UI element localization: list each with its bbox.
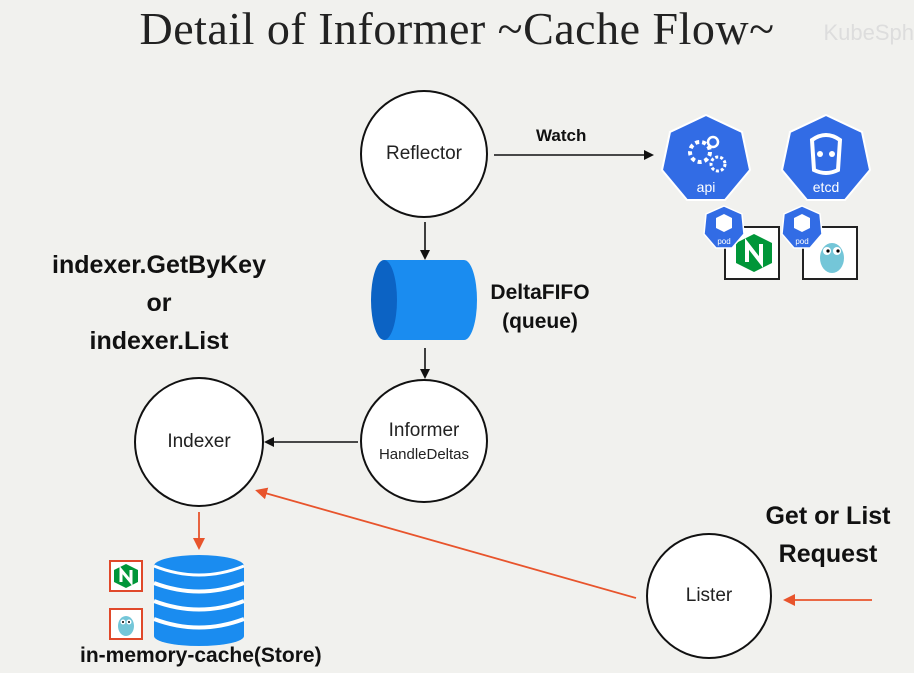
- informer-node: Informer HandleDeltas: [360, 379, 488, 503]
- indexer-getbykey-text: indexer.GetByKey: [52, 251, 266, 279]
- store-nginx-badge: [109, 560, 143, 592]
- api-server-icon: api: [660, 112, 752, 204]
- deltafifo-title: DeltaFIFO: [490, 281, 590, 304]
- deltafifo-subtitle: (queue): [502, 310, 578, 333]
- indexer-node: Indexer: [134, 377, 264, 507]
- watermark-text: KubeSph: [823, 20, 914, 45]
- etcd-icon: etcd: [780, 112, 872, 204]
- pod-nginx-box: [724, 226, 780, 280]
- pod-icon-label: pod: [795, 237, 808, 246]
- store-gopher-badge: [109, 608, 143, 640]
- indexer-list-text: indexer.List: [89, 327, 229, 355]
- request-text: Get or List Request: [748, 497, 908, 573]
- lister-label: Lister: [685, 585, 733, 606]
- reflector-label: Reflector: [385, 143, 463, 164]
- gopher-icon: [820, 243, 844, 273]
- indexer-label: Indexer: [167, 431, 231, 452]
- gopher-icon: [118, 616, 134, 636]
- informer-sublabel: HandleDeltas: [378, 445, 470, 463]
- reflector-node: Reflector: [360, 90, 488, 218]
- nginx-icon: [736, 234, 772, 272]
- indexer-methods-text: indexer.GetByKey or indexer.List: [34, 246, 284, 360]
- pod-icon-2: pod: [780, 204, 824, 250]
- store-label: in-memory-cache(Store): [80, 644, 322, 667]
- api-icon-label: api: [697, 179, 716, 195]
- indexer-or-text: or: [146, 289, 172, 317]
- informer-label: Informer: [388, 419, 460, 441]
- lister-node: Lister: [646, 533, 772, 659]
- etcd-icon-label: etcd: [813, 179, 839, 195]
- pod-icon-1: pod: [702, 204, 746, 250]
- deltafifo-label: DeltaFIFO (queue): [482, 278, 598, 336]
- pod-icon-label: pod: [717, 237, 730, 246]
- request-line2: Request: [778, 540, 878, 568]
- arrow-lister-to-indexer: [255, 487, 637, 599]
- slide-title: Detail of Informer ~Cache Flow~: [139, 3, 775, 54]
- request-line1: Get or List: [765, 502, 891, 530]
- watch-label: Watch: [536, 126, 587, 145]
- nginx-icon: [114, 564, 138, 588]
